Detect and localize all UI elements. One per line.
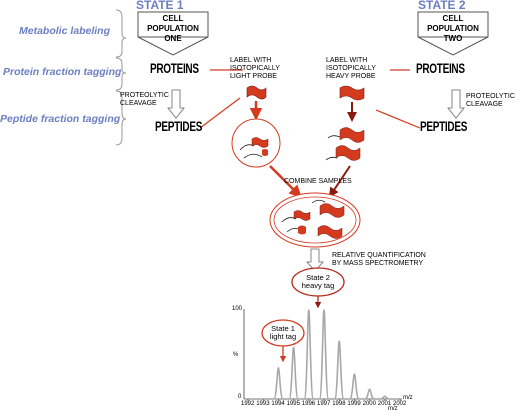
x-tick-label: 2000	[362, 401, 376, 407]
light-tag-flag-icon	[246, 85, 267, 100]
cell-population-one-label: CELL POPULATION ONE	[147, 14, 199, 43]
x-tick-label: 1994	[271, 401, 285, 407]
heavy-peptides-flags	[325, 127, 365, 161]
cleavage-arrow-left	[167, 89, 185, 119]
cleavage-right-label: PROTEOLYTIC CLEAVAGE	[466, 93, 515, 108]
x-tick-label: 2001	[377, 401, 392, 407]
cleavage-left-label: PROTEOLYTIC CLEAVAGE	[120, 92, 169, 107]
cell-population-one-box	[137, 11, 209, 56]
line-peptides-left	[199, 97, 241, 129]
cell-population-two-label: CELL POPULATION TWO	[427, 14, 479, 43]
relative-quantification-label: RELATIVE QUANTIFICATION BY MASS SPECTROM…	[332, 252, 426, 267]
state-1-heading: STATE 1	[136, 0, 184, 12]
label-heavy-probe-text: LABEL WITH ISOTOPICALLY HEAVY PROBE	[326, 57, 376, 80]
state-2-heading: STATE 2	[418, 0, 466, 12]
category-peptide-fraction-tagging: Peptide fraction tagging	[0, 113, 121, 125]
x-tick-label: 1993	[256, 401, 270, 407]
brace-metabolic	[115, 9, 127, 58]
spectrum-peak	[333, 340, 345, 400]
label-light-probe-text: LABEL WITH ISOTOPICALLY LIGHT PROBE	[230, 57, 280, 80]
category-metabolic-labeling: Metabolic labeling	[19, 25, 111, 37]
x-tick-label: 2002	[393, 401, 407, 407]
y-axis-label: %	[233, 352, 239, 358]
cleavage-arrow-right	[447, 89, 465, 119]
mass-spectrum-chart	[243, 309, 402, 401]
spectrum-peak	[318, 309, 330, 400]
line-peptides-right	[375, 109, 421, 129]
ms-arrow	[306, 248, 324, 272]
combine-samples-label: COMBINE SAMPLES	[284, 178, 352, 185]
x-tick-label: 1992	[241, 401, 255, 407]
state2-heavy-tag-label: State 2 heavy tag	[301, 273, 335, 290]
arrow-right-to-combine	[328, 165, 351, 198]
proteins-right-label: PROTEINS	[416, 62, 465, 77]
x-axis-label: m/z	[388, 406, 398, 412]
category-protein-fraction-tagging: Protein fraction tagging	[3, 66, 122, 78]
spectrum-peak	[380, 395, 390, 400]
brace-protein	[115, 57, 127, 91]
spectrum-peak	[349, 373, 360, 400]
spectrum-peak	[364, 388, 375, 400]
y-tick-0: 0	[238, 394, 242, 400]
x-tick-label: 1995	[286, 401, 300, 407]
light-peptides-circle	[231, 118, 281, 168]
arrow-left-to-combine	[269, 165, 302, 198]
spectrum-peak	[273, 367, 284, 400]
peptides-right-label: PEPTIDES	[420, 120, 468, 135]
cell-population-two-box	[417, 11, 489, 56]
state1-light-tag-label: State 1 light tag	[269, 324, 297, 341]
combined-samples-circle	[269, 192, 361, 248]
x-tick-label: 1996	[301, 401, 316, 407]
heavy-tag-flag-icon	[339, 85, 365, 101]
proteins-left-label: PROTEINS	[150, 62, 199, 77]
peptides-left-label: PEPTIDES	[155, 120, 203, 135]
x-tick-label: 1997	[317, 401, 331, 407]
x-tick-label: 1998	[332, 401, 346, 407]
brace-peptide	[115, 90, 127, 146]
y-tick-100: 100	[232, 306, 243, 312]
spectrum-peak	[288, 346, 299, 400]
x-tick-label: 1999	[347, 401, 361, 407]
x-axis-label-end: m/z	[403, 395, 413, 401]
spectrum-peak	[303, 309, 315, 400]
